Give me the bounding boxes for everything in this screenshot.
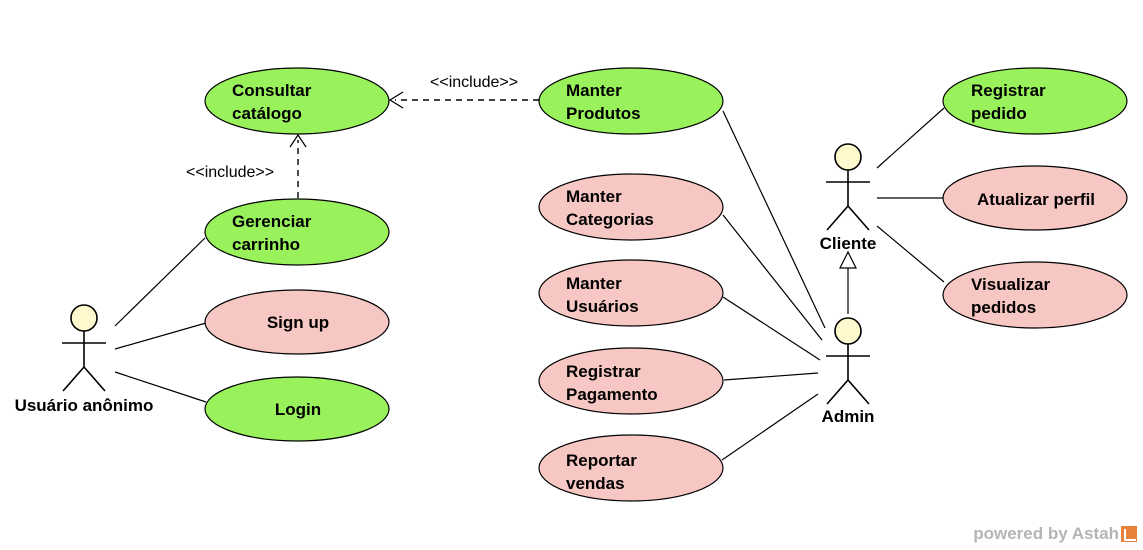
assoc-cliente-registrar-pedido (876, 107, 945, 169)
assoc-anon-signup (114, 322, 207, 350)
use-case-label: Visualizar (971, 275, 1050, 294)
assoc-anon-login (114, 371, 207, 403)
use-case-label: Reportar (566, 451, 637, 470)
use-case-ellipse (942, 261, 1128, 329)
use-case-registrar-pagamento[interactable]: Registrar Pagamento (538, 347, 724, 415)
actor-head-icon (834, 317, 862, 345)
actor-leg-right (83, 366, 106, 392)
assoc-admin-vendas (721, 393, 819, 461)
use-case-manter-produtos[interactable]: Manter Produtos (538, 67, 724, 135)
actor-label: Admin (822, 407, 875, 426)
use-case-label: Atualizar perfil (977, 190, 1095, 209)
use-case-ellipse (538, 434, 724, 502)
use-case-manter-categorias[interactable]: Manter Categorias (538, 173, 724, 241)
include-dependencies: <<include>> <<include>> (186, 74, 539, 198)
use-case-login[interactable]: Login (204, 376, 390, 442)
include-arrowhead-top (388, 91, 404, 109)
actor-head-icon (70, 304, 98, 332)
actor-admin[interactable]: Admin (822, 317, 875, 426)
assoc-admin-categorias (722, 214, 823, 341)
assoc-admin-produtos (722, 110, 826, 329)
use-case-gerenciar-carrinho[interactable]: Gerenciar carrinho (204, 198, 390, 266)
use-case-label: Registrar (566, 362, 641, 381)
use-case-ellipse (942, 67, 1128, 135)
use-case-ellipse (538, 259, 724, 327)
astah-logo-icon (1121, 526, 1137, 542)
use-case-label: Sign up (267, 313, 329, 332)
use-case-label: pedido (971, 104, 1027, 123)
actor-leg-left (62, 366, 85, 392)
use-case-ellipse (204, 376, 390, 442)
use-case-label: Gerenciar (232, 212, 312, 231)
use-case-label: pedidos (971, 298, 1036, 317)
use-case-atualizar-perfil[interactable]: Atualizar perfil (942, 165, 1128, 231)
use-case-reportar-vendas[interactable]: Reportar vendas (538, 434, 724, 502)
actor-label: Cliente (820, 234, 877, 253)
assoc-cliente-visualizar-pedidos (876, 225, 945, 283)
use-case-ellipse (538, 173, 724, 241)
use-case-consultar-catalogo[interactable]: Consultar catálogo (204, 67, 390, 135)
use-case-label: Pagamento (566, 385, 658, 404)
actor-head-icon (834, 143, 862, 171)
use-case-ellipse (204, 67, 390, 135)
watermark-text: powered by Astah (973, 524, 1119, 543)
use-case-manter-usuarios[interactable]: Manter Usuários (538, 259, 724, 327)
actor-label: Usuário anônimo (15, 396, 154, 415)
use-case-ellipse (538, 67, 724, 135)
associations (114, 107, 945, 461)
astah-watermark: powered by Astah (973, 524, 1137, 544)
include-label-left: <<include>> (186, 164, 274, 181)
use-case-ellipse (942, 165, 1128, 231)
actor-leg-left (826, 205, 849, 231)
use-case-label: Usuários (566, 297, 639, 316)
use-case-label: Manter (566, 81, 622, 100)
include-label-top: <<include>> (430, 74, 518, 91)
use-case-sign-up[interactable]: Sign up (204, 289, 390, 355)
use-case-visualizar-pedidos[interactable]: Visualizar pedidos (942, 261, 1128, 329)
use-case-label: Consultar (232, 81, 312, 100)
use-case-label: catálogo (232, 104, 302, 123)
assoc-admin-usuarios (722, 296, 821, 361)
generalization-arrowhead (839, 250, 857, 269)
actor-cliente[interactable]: Cliente (820, 143, 877, 253)
use-case-ellipse (538, 347, 724, 415)
use-case-label: Categorias (566, 210, 654, 229)
use-case-label: Login (275, 400, 321, 419)
actor-usuario-anonimo[interactable]: Usuário anônimo (15, 304, 154, 415)
use-case-registrar-pedido[interactable]: Registrar pedido (942, 67, 1128, 135)
use-case-label: vendas (566, 474, 625, 493)
use-case-label: Manter (566, 274, 622, 293)
actor-leg-right (847, 379, 870, 405)
assoc-anon-gerenciar (114, 237, 206, 327)
use-case-label: carrinho (232, 235, 300, 254)
actor-leg-left (826, 379, 849, 405)
use-case-label: Produtos (566, 104, 641, 123)
use-case-ellipse (204, 198, 390, 266)
use-case-ellipse (204, 289, 390, 355)
use-case-label: Registrar (971, 81, 1046, 100)
include-arrowhead-left (289, 133, 307, 148)
use-case-label: Manter (566, 187, 622, 206)
assoc-admin-pagamento (723, 372, 819, 381)
actor-leg-right (847, 205, 870, 231)
